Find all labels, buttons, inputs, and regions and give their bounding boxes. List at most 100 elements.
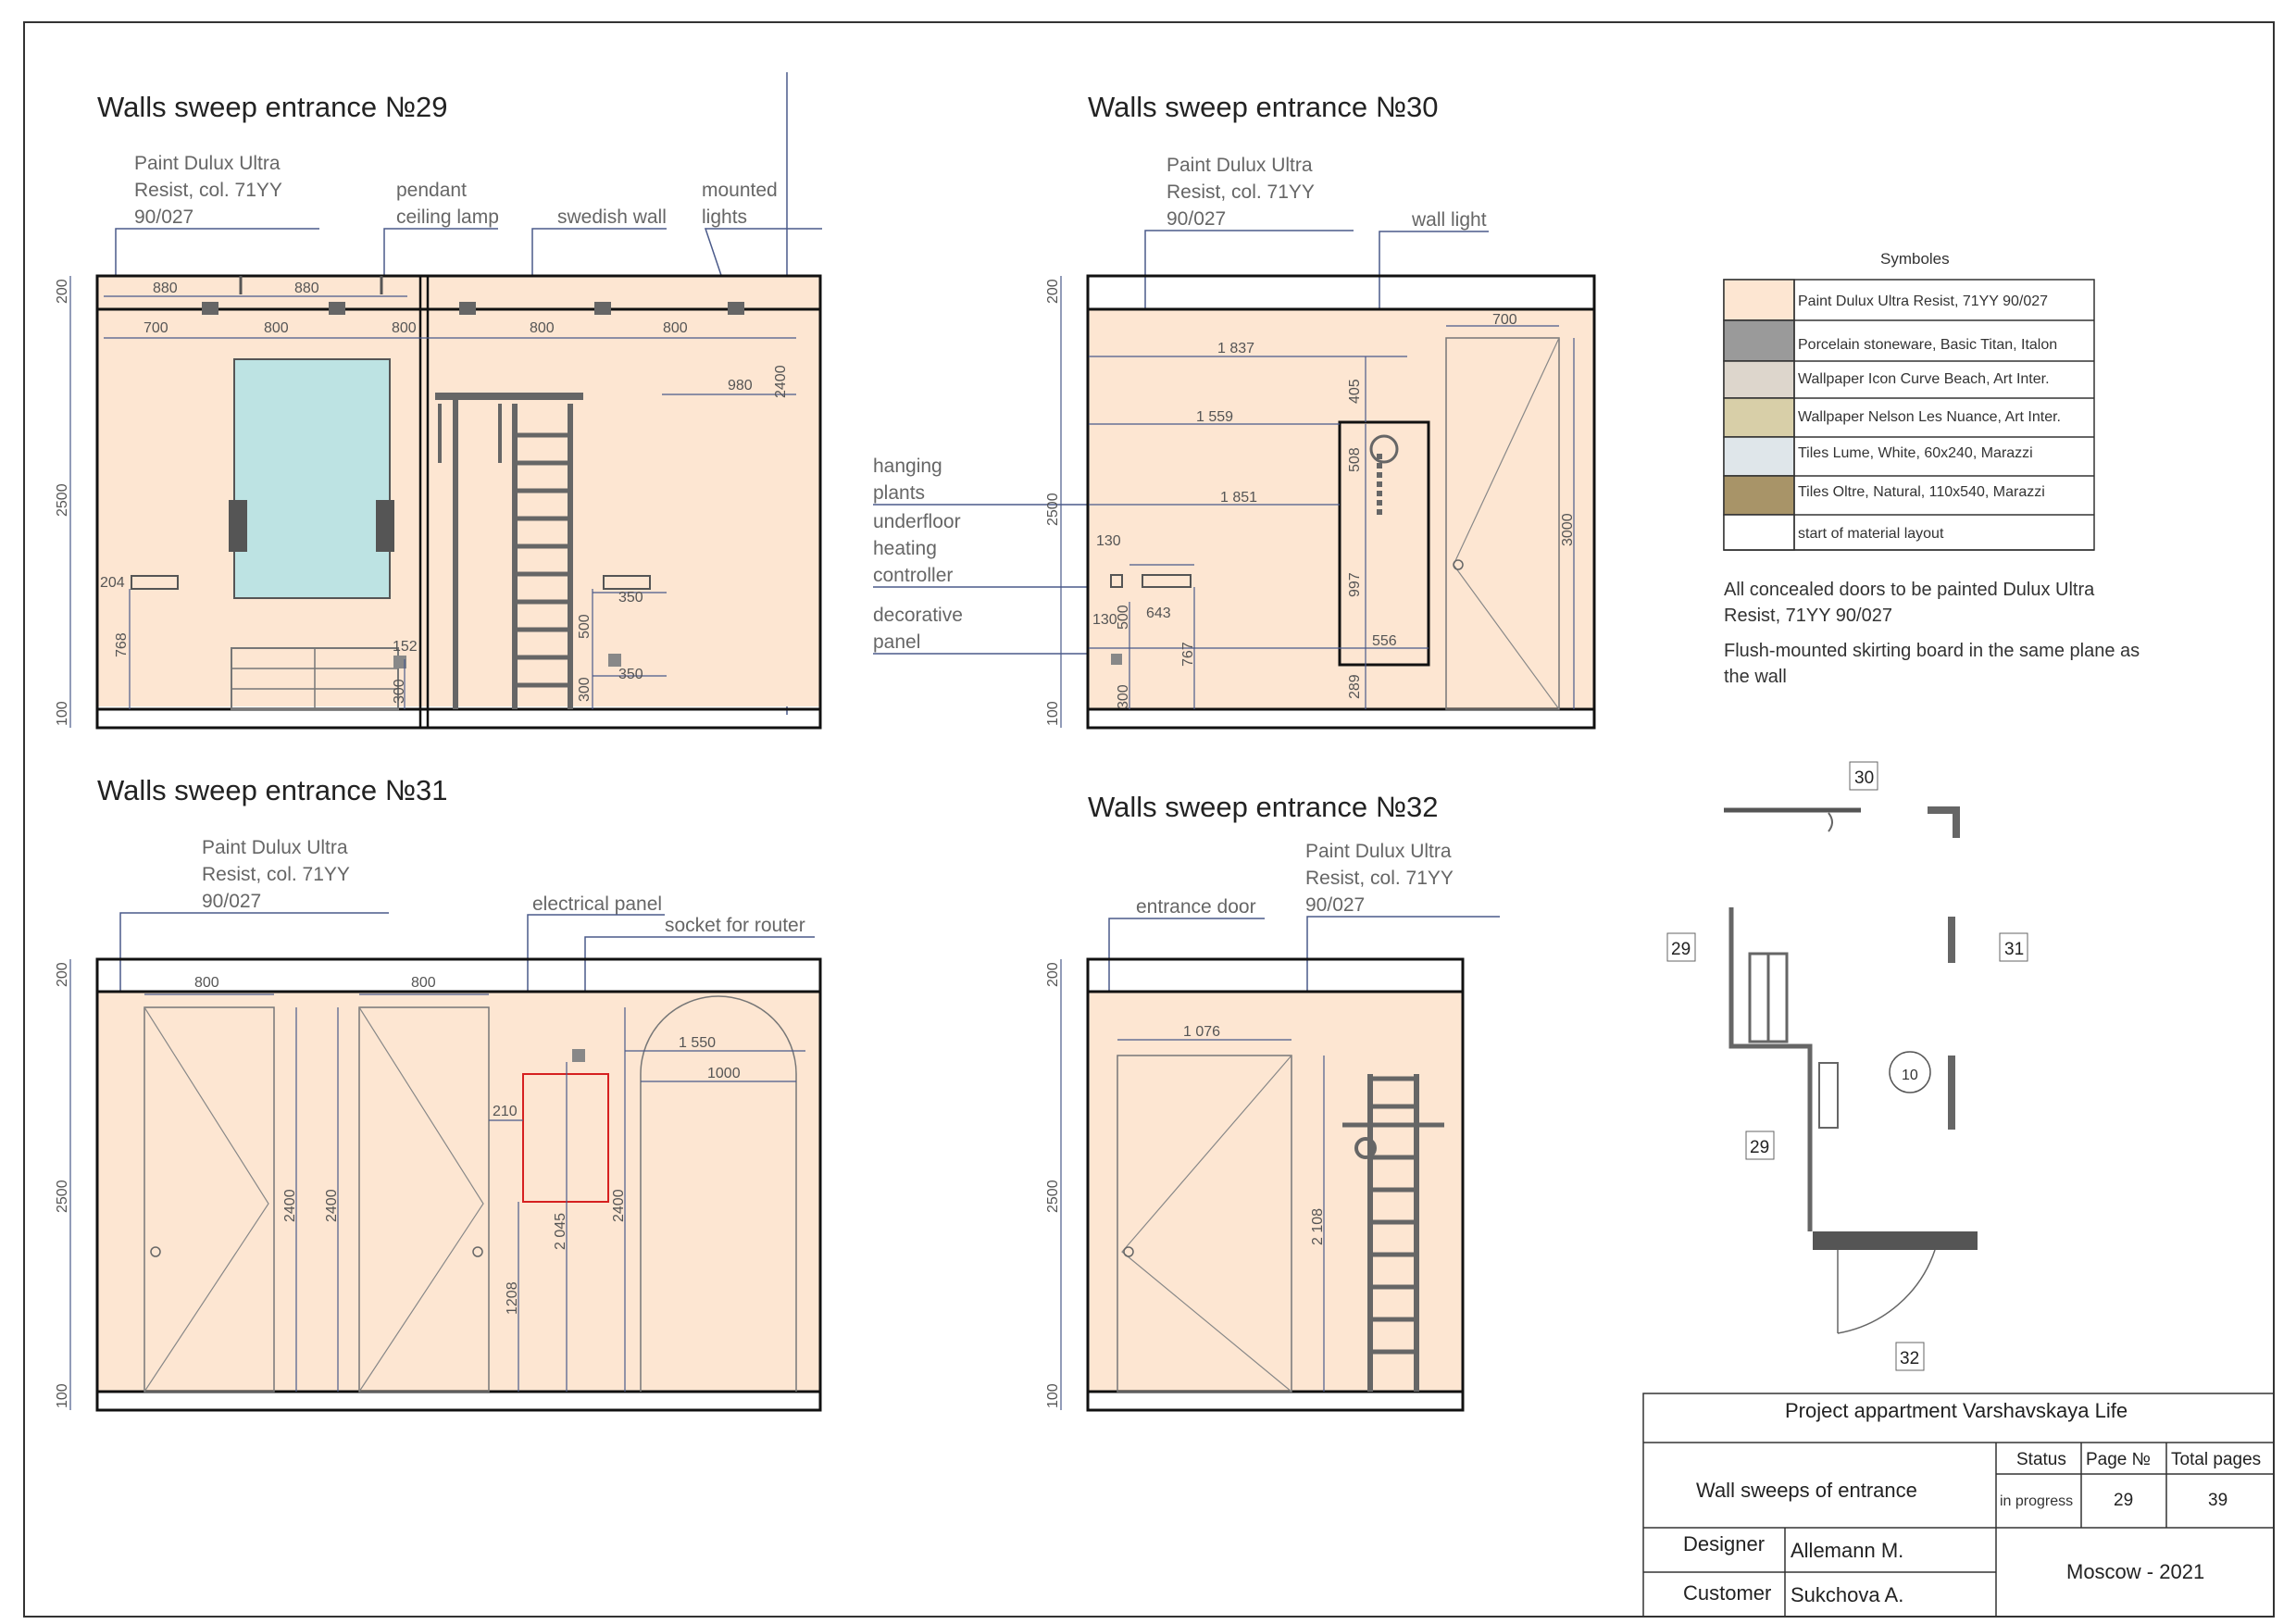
title-block [1642,1393,2275,1618]
e31-dim-2400a: 2400 [282,1189,298,1222]
plan-tag-32: 32 [1900,1349,1919,1368]
e31-paint-note-3: 90/027 [202,891,261,912]
e30-side-2500: 2500 [1045,493,1061,526]
legend-swatch [1723,279,1795,321]
e30-decorative-label-2: panel [873,631,920,653]
e31-dim-1000: 1000 [707,1066,741,1081]
e31-paint-note-1: Paint Dulux Ultra [202,837,348,858]
key-plan: 10 30 29 31 29 32 [1666,761,2028,1371]
tb-sheet-name: Wall sweeps of entrance [1696,1479,1917,1502]
e30-wall-light-label: wall light [1411,209,1487,231]
legend-row-7: start of material layout [1798,526,1944,542]
plan-tag-30: 30 [1854,768,1874,788]
e29-side-200: 200 [55,279,70,304]
e29-swedish-label: swedish wall [557,206,667,228]
e30-decorative-panel [1338,420,1430,667]
e32-dim-1076: 1 076 [1183,1024,1220,1040]
e31-door-left [144,1006,275,1393]
elevation-29: Walls sweep entrance №29 Paint Dulux Ult… [55,72,822,730]
e30-dim-405: 405 [1347,379,1363,404]
e32-paint-note-2: Resist, col. 71YY [1305,868,1454,889]
tb-status: in progress [2000,1493,2073,1509]
plan-tag-10: 10 [1902,1068,1918,1083]
tb-page-header: Page № [2086,1450,2151,1469]
e32-side-2500: 2500 [1045,1180,1061,1213]
e31-side-2500: 2500 [55,1180,70,1213]
e29-pendant-label-1: pendant [396,180,467,201]
e30-dim-1837: 1 837 [1217,341,1254,356]
elevation-32: Walls sweep entrance №32 Paint Dulux Ult… [1045,791,1500,1412]
e30-dim-1851: 1 851 [1220,490,1257,506]
e30-hanging-label-2: plants [873,482,925,504]
e29-dim-500: 500 [577,614,593,639]
e30-underfloor-label-3: controller [873,565,953,586]
e29-mirror [233,358,391,599]
e29-dim-800c: 800 [530,320,555,336]
e30-wall-fill [1089,309,1594,709]
e29-dim-880b: 880 [294,281,319,296]
e29-dim-2400: 2400 [773,365,789,398]
e32-side-200: 200 [1045,962,1061,987]
e29-pendant-label-2: ceiling lamp [396,206,499,228]
e32-entrance-door [1117,1055,1292,1393]
e30-dim-556: 556 [1372,633,1397,649]
e31-dim-2400b: 2400 [324,1189,340,1222]
e30-dim-130b: 130 [1092,612,1117,628]
elevation-31: Walls sweep entrance №31 Paint Dulux Ult… [55,774,822,1412]
e29-dim-880a: 880 [153,281,178,296]
tb-designer-label: Designer [1683,1532,1765,1555]
e30-side-100: 100 [1045,701,1061,726]
e30-dim-643: 643 [1146,606,1171,621]
note-doors-1: All concealed doors to be painted Dulux … [1724,580,2095,600]
note-skirting-2: the wall [1724,667,1787,687]
e29-dim-350b: 350 [618,667,643,682]
e30-dim-130a: 130 [1096,533,1121,549]
elevation-31-title: Walls sweep entrance №31 [97,774,447,806]
plan-tag-29-top: 29 [1671,940,1691,959]
elevation-29-title: Walls sweep entrance №29 [97,91,447,123]
e30-dim-700: 700 [1492,312,1517,328]
e30-door [1445,337,1560,710]
legend-row-6: Tiles Oltre, Natural, 110x540, Marazzi [1798,484,2045,500]
e29-paint-note-2: Resist, col. 71YY [134,180,282,201]
e31-router-socket [572,1049,585,1062]
e30-dim-1559: 1 559 [1196,409,1233,425]
e32-paint-note-1: Paint Dulux Ultra [1305,841,1452,862]
tb-customer: Sukchova A. [1791,1583,1903,1606]
sheet-border [23,21,2275,1618]
e30-dim-508: 508 [1347,447,1363,472]
e29-outline [95,274,822,730]
e29-side-2500: 2500 [55,483,70,517]
e29-wall-fill [98,276,820,706]
e30-underfloor-label-2: heating [873,538,937,559]
e30-side-200: 200 [1045,279,1061,304]
legend-swatch [1723,360,1795,399]
e31-door-right [358,1006,490,1393]
tb-total-header: Total pages [2171,1450,2261,1469]
e31-socket-label: socket for router [665,915,805,936]
e31-paint-note-2: Resist, col. 71YY [202,864,350,885]
e29-dim-300a: 300 [392,679,407,704]
e32-paint-note-3: 90/027 [1305,894,1365,916]
tb-total: 39 [2208,1491,2227,1510]
e30-dim-300: 300 [1116,684,1131,709]
e30-dim-997: 997 [1347,572,1363,597]
e31-dim-1208: 1208 [505,1281,520,1315]
e29-side-100: 100 [55,701,70,726]
legend-row-4: Wallpaper Nelson Les Nuance, Art Inter. [1798,409,2061,425]
e29-dim-768: 768 [114,632,130,657]
e30-dim-289: 289 [1347,674,1363,699]
e30-paint-note-1: Paint Dulux Ultra [1167,155,1313,176]
elevation-30: Walls sweep entrance №30 Paint Dulux Ult… [873,91,1596,730]
e31-dim-800a: 800 [194,975,219,991]
e29-dim-980: 980 [728,378,753,394]
e29-dim-204: 204 [100,575,125,591]
e29-dim-152: 152 [393,639,418,655]
e31-dim-210: 210 [493,1104,518,1119]
tb-page: 29 [2114,1491,2133,1510]
legend-swatch [1723,436,1795,477]
e30-dim-500: 500 [1116,605,1131,630]
e29-sconce-left [229,500,247,552]
